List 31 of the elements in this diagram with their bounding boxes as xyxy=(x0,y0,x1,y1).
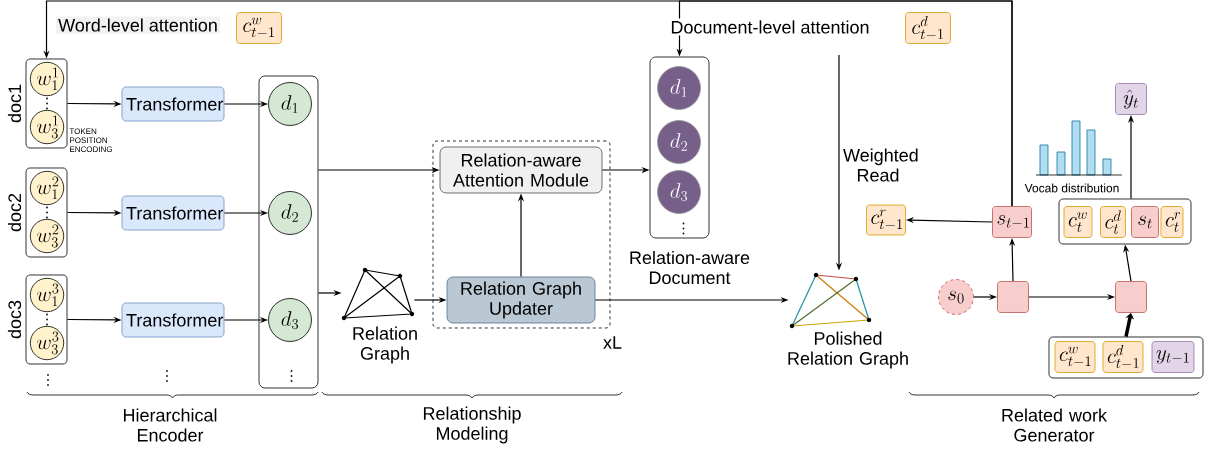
brace-label: Hierarchical Encoder xyxy=(123,408,217,442)
vector-box: $c^{d}_{t-1}$ xyxy=(1102,341,1144,373)
transformer-box: Transformer xyxy=(121,302,225,338)
vector-box: $c^{r}_{t}$ xyxy=(1160,206,1184,238)
node-label: Polished Relation Graph xyxy=(788,331,908,369)
edge-label: Weighted Read xyxy=(843,148,918,182)
relation-graph-drawing: Relation Graph xyxy=(341,267,417,364)
chart-label: Vocab distribution xyxy=(1024,183,1119,193)
brace-label: Relationship Modeling xyxy=(423,406,521,444)
vector-box: $c^{w}_{t}$ xyxy=(1063,206,1093,238)
annotation-text: TOKEN POSITION ENCODING xyxy=(69,128,112,153)
state-box: $s_{t-1}$ xyxy=(992,206,1032,238)
vector-box: $c^{r}_{t-1}$ xyxy=(866,204,906,236)
transformer-box: Transformer xyxy=(121,86,225,122)
vector-box: $c^{d}_{t-1}$ xyxy=(905,12,951,44)
cell-box xyxy=(997,281,1029,313)
relation-graph-drawing: Polished Relation Graph xyxy=(788,272,908,369)
vector-box: $\hat{y}_{t}$ xyxy=(1115,83,1147,115)
edge-label: Document-level attention xyxy=(671,20,869,34)
vector-box: $c^{w}_{t-1}$ xyxy=(1054,341,1096,373)
cell-box xyxy=(1115,281,1147,313)
module-box: Relation Graph Updater xyxy=(446,276,596,324)
state-box: $s_{t}$ xyxy=(1131,206,1159,238)
vector-box: $c^{d}_{t}$ xyxy=(1100,206,1126,238)
brace-label: Related work Generator xyxy=(1002,408,1108,442)
vector-box: $y_{t-1}$ xyxy=(1151,341,1195,373)
vector-box: $c^{w}_{t-1}$ xyxy=(236,12,282,44)
node-label: Relation Graph xyxy=(353,326,417,364)
transformer-box: Transformer xyxy=(121,195,225,231)
module-box: Relation-aware Attention Module xyxy=(439,146,603,194)
edge-label: Word-level attention xyxy=(58,18,217,32)
